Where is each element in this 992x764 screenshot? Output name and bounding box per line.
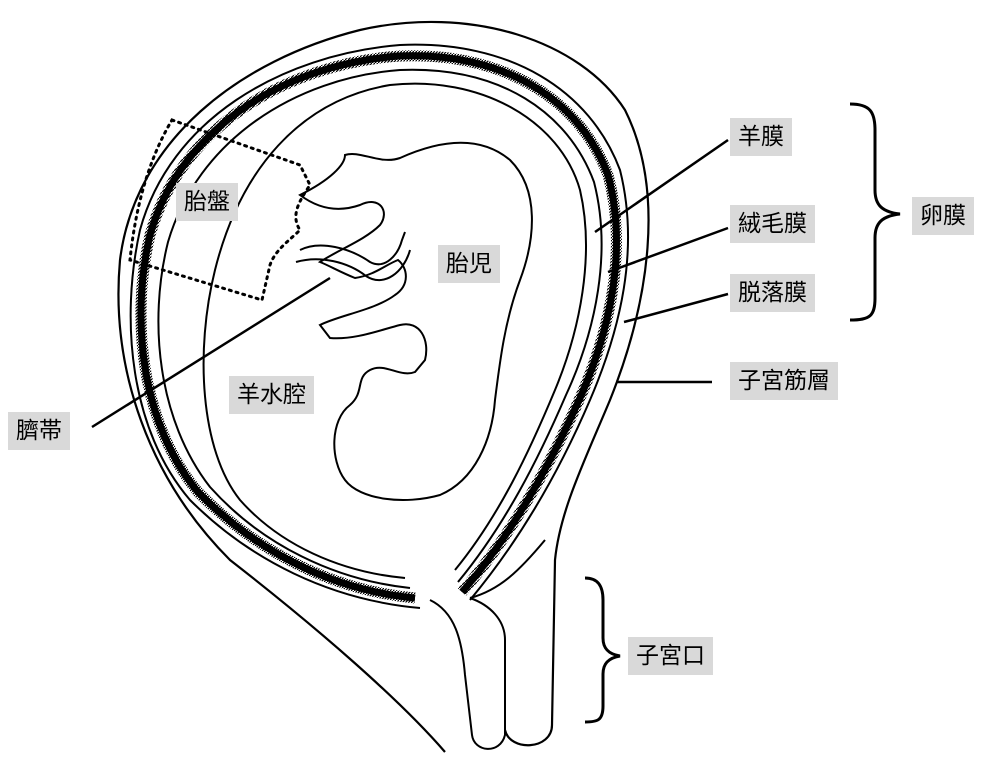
label-fetus: 胎児 xyxy=(438,245,500,283)
label-umbilical-cord: 臍帯 xyxy=(8,412,70,450)
label-placenta: 胎盤 xyxy=(176,183,238,221)
brace-fetal-membranes xyxy=(850,104,900,320)
cervix-canal-left xyxy=(430,598,505,749)
label-cervix: 子宮口 xyxy=(628,637,713,675)
label-amniotic-cavity: 羊水腔 xyxy=(229,376,314,414)
label-decidua: 脱落膜 xyxy=(730,274,815,312)
label-chorion: 絨毛膜 xyxy=(730,205,815,243)
label-fetal-membranes: 卵膜 xyxy=(912,197,974,235)
umbilical-cord-2 xyxy=(296,250,410,280)
label-amnion: 羊膜 xyxy=(730,118,792,156)
fetus-outline xyxy=(300,143,532,500)
decidua-band-inner xyxy=(141,56,616,598)
label-myometrium: 子宮筋層 xyxy=(730,362,838,400)
brace-cervix xyxy=(585,578,620,722)
leader-chorion xyxy=(608,228,728,272)
